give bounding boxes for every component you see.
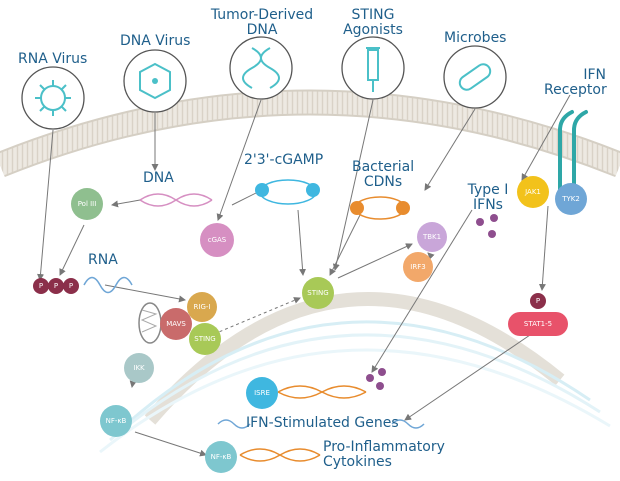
sting-agonists-title: STING Agonists — [343, 7, 403, 38]
p-node-3: P — [63, 278, 79, 294]
sting-agonists-icon — [341, 36, 405, 100]
cgas-label: cGAS — [208, 236, 227, 244]
rigi-node: RIG-I — [187, 292, 217, 322]
tumor-dna-icon — [229, 36, 293, 100]
tyk2-label: TYK2 — [561, 195, 580, 203]
jak1-label: JAK1 — [524, 188, 541, 196]
nfkb-node-2: NF-κB — [205, 441, 237, 473]
p-node-2: P — [48, 278, 64, 294]
rna-virus-title: RNA Virus — [18, 51, 88, 67]
sting-label: STING — [307, 289, 328, 297]
nfkb-label-1: NF-κB — [106, 417, 127, 425]
cgas-node: cGAS — [200, 223, 234, 257]
jak1-node: JAK1 — [517, 176, 549, 208]
tyk2-node: TYK2 — [555, 183, 587, 215]
pro-inflammatory-label: Pro-Inflammatory Cytokines — [323, 439, 445, 470]
p-label-2: P — [54, 282, 58, 290]
ikk-node: IKK — [124, 353, 154, 383]
sting2-label: STING — [194, 335, 215, 343]
isg-dna-icon-left — [217, 419, 251, 429]
dna-virus-icon — [123, 49, 187, 113]
p-label-3: P — [69, 282, 73, 290]
microbes-title: Microbes — [444, 30, 507, 46]
tbk1-node: TBK1 — [417, 222, 447, 252]
irf3-node: IRF3 — [403, 252, 433, 282]
type1-ifn-dots — [476, 214, 498, 238]
p-node-1: P — [33, 278, 49, 294]
nfkb-node-1: NF-κB — [100, 405, 132, 437]
microbes-icon — [443, 45, 507, 109]
stat-p-label: P — [536, 297, 540, 305]
rna-strand-icon — [83, 276, 133, 294]
dna-strand-icon — [139, 193, 213, 207]
type1-ifns-label: Type I IFNs — [467, 182, 509, 213]
nfkb-label-2: NF-κB — [211, 453, 232, 461]
cgamp-label: 2'3'-cGAMP — [244, 152, 324, 168]
rigi-label: RIG-I — [194, 303, 211, 311]
stat-label: STAT1-5 — [524, 320, 552, 328]
isre-node: ISRE — [246, 377, 278, 409]
ifn-receptor-icon — [558, 110, 588, 192]
mavs-label: MAVS — [166, 320, 186, 328]
isre-ifn-dots — [366, 368, 386, 390]
ifn-stimulated-genes-label: IFN-Stimulated Genes — [246, 415, 399, 431]
isre-label: ISRE — [254, 389, 270, 397]
ikk-label: IKK — [133, 364, 145, 372]
irf3-label: IRF3 — [410, 263, 425, 271]
dna-label: DNA — [143, 170, 174, 186]
stat-node: STAT1-5 — [508, 312, 568, 336]
nuclear-membrane — [99, 292, 611, 454]
tbk1-label: TBK1 — [422, 233, 441, 241]
tumor-dna-title: Tumor-Derived DNA — [210, 7, 314, 38]
pol3-node: Pol III — [71, 188, 103, 220]
p-label-1: P — [39, 282, 43, 290]
pol3-label: Pol III — [78, 200, 97, 208]
bacterial-cdns-label: Bacterial CDNs — [352, 159, 415, 190]
ifn-receptor-title: IFN Receptor — [544, 67, 607, 98]
isre-dna-icon — [277, 385, 367, 399]
stat-p-node: P — [530, 293, 546, 309]
cytokine-dna-icon — [239, 448, 321, 462]
cell-membrane — [0, 89, 620, 178]
sting-node: STING — [302, 277, 334, 309]
rna-virus-icon — [21, 66, 85, 130]
isg-dna-icon-right — [391, 419, 425, 429]
dna-virus-title: DNA Virus — [120, 33, 191, 49]
rna-label: RNA — [88, 252, 118, 268]
cgamp-ring — [255, 179, 320, 205]
bacterial-cdn-ring — [350, 196, 410, 220]
sting2-node: STING — [189, 323, 221, 355]
mavs-node: MAVS — [160, 308, 192, 340]
